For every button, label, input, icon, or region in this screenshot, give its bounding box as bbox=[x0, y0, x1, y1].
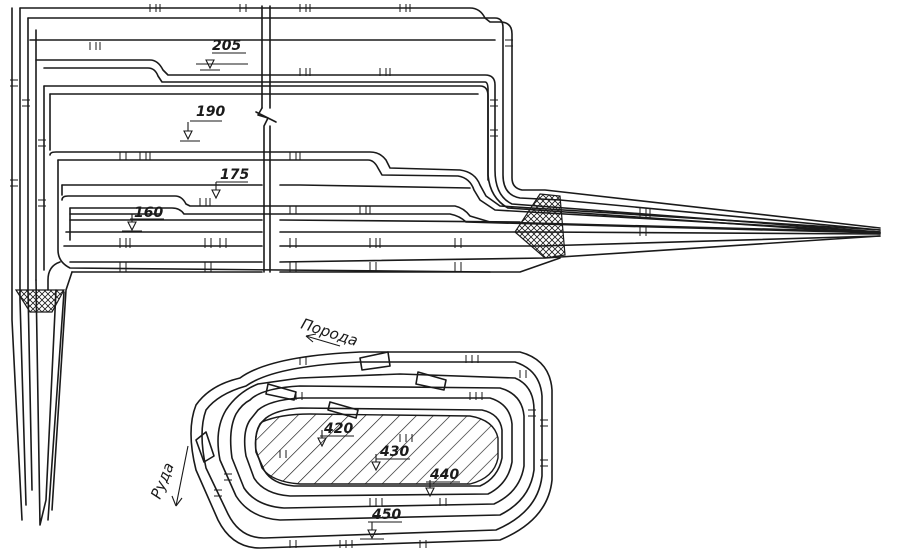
track-sleepers-upper bbox=[10, 4, 651, 272]
level-label-450: 450 bbox=[371, 507, 401, 523]
spiral-ramp-outer bbox=[190, 351, 553, 549]
shaft-break bbox=[261, 5, 271, 109]
level-marker-440: 440 bbox=[425, 467, 460, 498]
drift-level-160 bbox=[61, 195, 881, 233]
level-label-430: 430 bbox=[379, 444, 409, 460]
level-marker-430: 430 bbox=[371, 444, 410, 472]
flow-label-waste: Порода bbox=[299, 315, 360, 350]
level-marker-160: 160 bbox=[122, 205, 164, 232]
lower-spiral-plan: 420 430 440 450 Порода bbox=[147, 315, 553, 549]
level-label-440: 440 bbox=[429, 467, 459, 483]
level-label-190: 190 bbox=[196, 104, 225, 120]
label-poroda: Порода bbox=[299, 315, 360, 350]
flow-label-ore: Руда bbox=[147, 445, 189, 507]
shaft-junction-hatch bbox=[14, 289, 66, 313]
level-label-175: 175 bbox=[220, 167, 249, 183]
haulage-drift-outer-2 bbox=[11, 7, 23, 521]
label-ruda: Руда bbox=[147, 460, 178, 502]
level-marker-175: 175 bbox=[211, 167, 249, 200]
drift-level-205 bbox=[35, 59, 881, 233]
ore-body bbox=[254, 413, 499, 485]
level-marker-190: 190 bbox=[180, 104, 225, 142]
track-sleepers-lower bbox=[214, 355, 548, 548]
ramp-junction-hatch bbox=[514, 193, 566, 259]
level-marker-205: 205 bbox=[196, 38, 248, 71]
level-label-205: 205 bbox=[212, 38, 241, 54]
haulage-drift-outer bbox=[19, 7, 881, 229]
level-marker-420: 420 bbox=[317, 421, 354, 448]
drift-level-175 bbox=[49, 151, 881, 231]
upper-level-plan: 205 190 175 160 bbox=[10, 4, 881, 526]
level-marker-450: 450 bbox=[360, 507, 402, 540]
level-label-420: 420 bbox=[323, 421, 353, 437]
level-label-160: 160 bbox=[134, 205, 163, 221]
drift-level-190 bbox=[43, 85, 489, 181]
